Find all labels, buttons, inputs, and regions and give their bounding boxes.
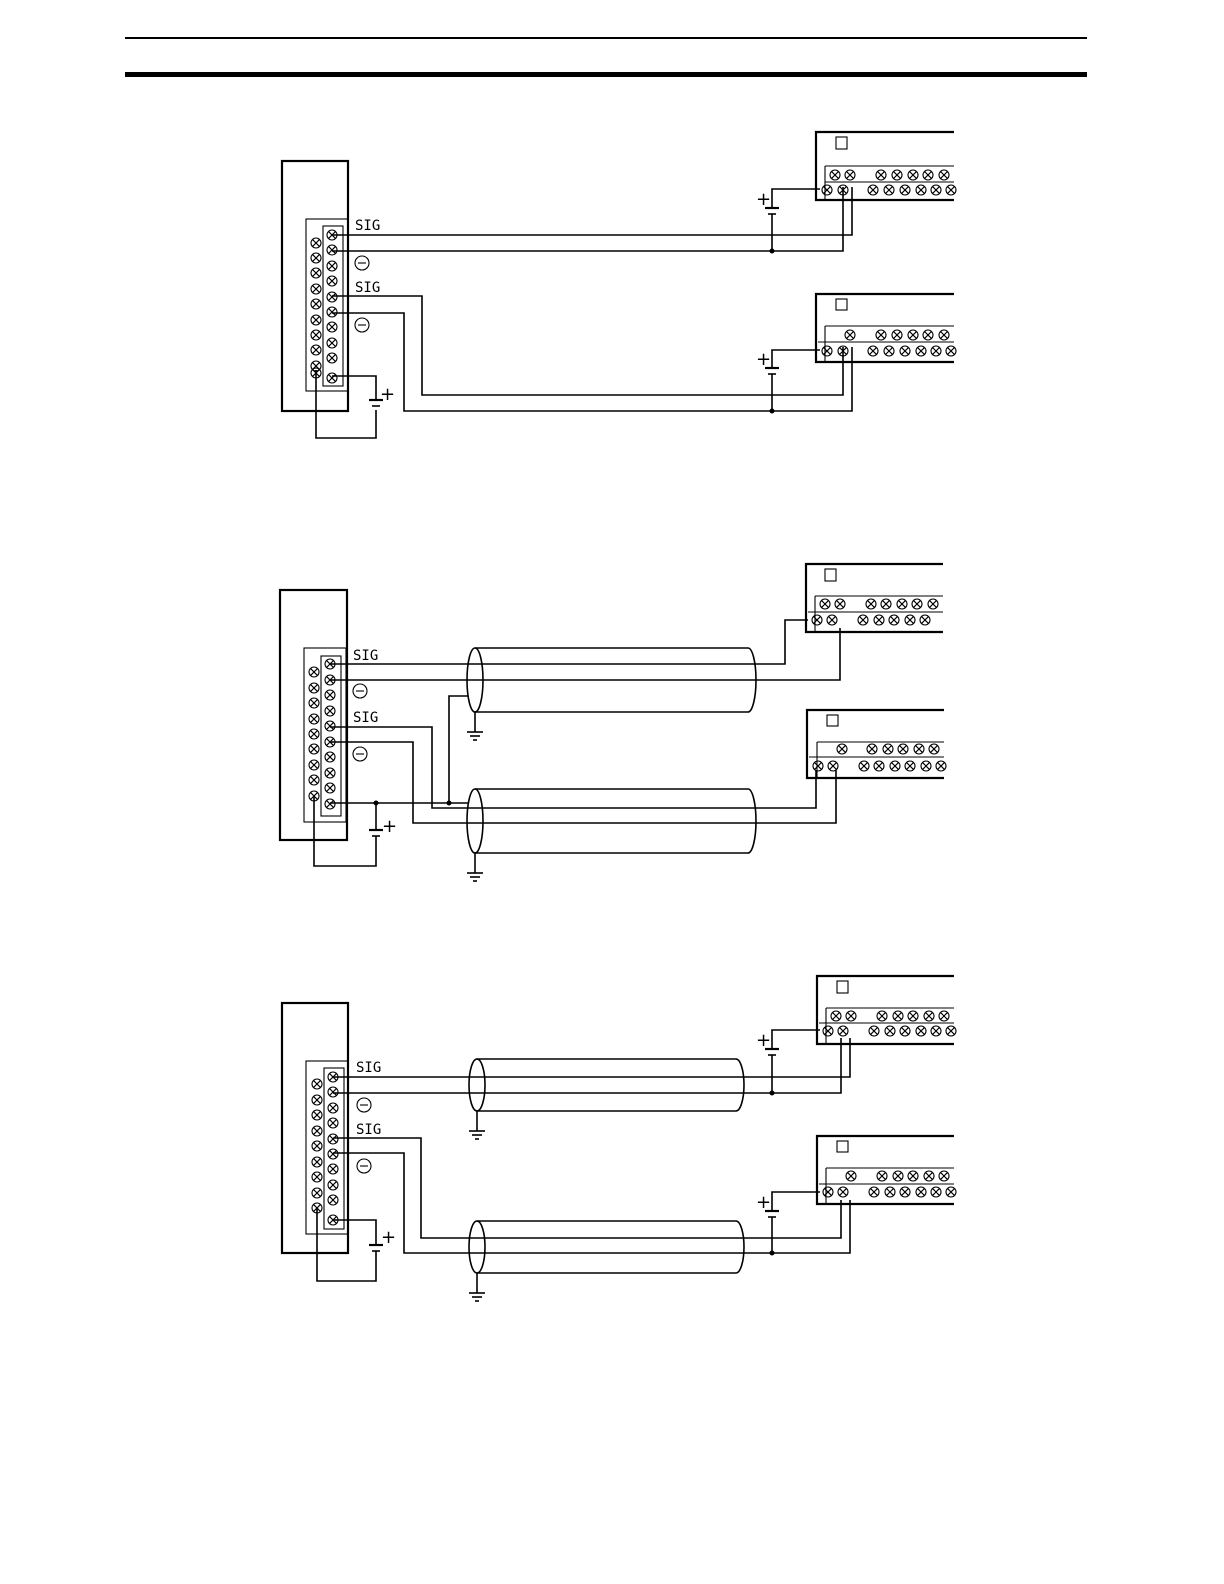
minus-symbol [357, 1159, 371, 1173]
output-device [817, 976, 956, 1044]
sig-label-1: SIG [355, 218, 380, 234]
sig-label-2: SIG [356, 1122, 381, 1138]
ground-symbol [467, 712, 483, 740]
shielded-cable [467, 789, 756, 853]
ground-symbol [469, 1273, 485, 1301]
output-device [817, 1136, 956, 1204]
plus-symbol: + [381, 1227, 396, 1248]
plus-symbol: + [756, 189, 771, 210]
plus-symbol: + [756, 1192, 771, 1213]
minus-symbol [355, 256, 369, 270]
ground-symbol [467, 853, 483, 881]
output-device [806, 564, 943, 632]
diagram-1: SIG SIG + + [282, 132, 956, 438]
ground-symbol [469, 1111, 485, 1139]
minus-symbol [357, 1098, 371, 1112]
sig-label-1: SIG [356, 1060, 381, 1076]
plus-symbol: + [756, 349, 771, 370]
output-device [816, 132, 956, 200]
plus-symbol: + [756, 1030, 771, 1051]
minus-symbol [353, 684, 367, 698]
terminal-block [309, 659, 335, 809]
shielded-cable [469, 1221, 744, 1273]
sig-label-2: SIG [355, 280, 380, 296]
sig-label-2: SIG [353, 710, 378, 726]
output-device [807, 710, 946, 778]
plus-symbol: + [382, 816, 397, 837]
sig-label-1: SIG [353, 648, 378, 664]
diagram-3: SIG SIG + [282, 976, 956, 1301]
minus-symbol [355, 318, 369, 332]
input-module [282, 1003, 348, 1253]
plus-symbol: + [380, 384, 395, 405]
terminal-block [311, 230, 337, 383]
terminal-block [312, 1072, 338, 1225]
input-module [282, 161, 348, 411]
shielded-cable [469, 1059, 744, 1111]
output-device [816, 294, 956, 362]
minus-symbol [353, 747, 367, 761]
diagram-2: SIG SIG [280, 564, 946, 881]
